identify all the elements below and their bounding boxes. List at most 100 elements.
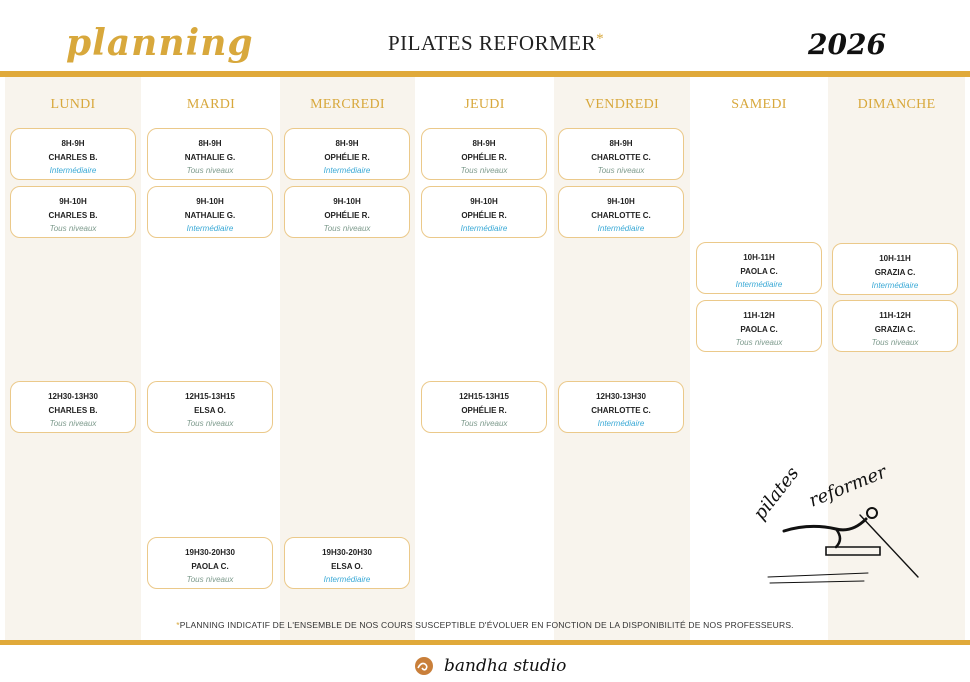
class-time: 8H-9H [198, 139, 222, 148]
class-coach: NATHALIE G. [184, 211, 236, 220]
illustration-word-2: reformer [806, 461, 891, 512]
class-coach: OPHÉLIE R. [461, 406, 507, 415]
class-time: 19H30-20H30 [185, 548, 235, 557]
class-card: 12H30-13H30 CHARLES B. Tous niveaux [10, 381, 136, 433]
class-level: Tous niveaux [323, 224, 371, 233]
class-coach: ELSA O. [194, 406, 226, 415]
class-time: 8H-9H [61, 139, 85, 148]
class-card: 19H30-20H30 PAOLA C. Tous niveaux [147, 537, 273, 589]
class-level: Tous niveaux [871, 338, 919, 347]
class-level: Tous niveaux [49, 419, 97, 428]
class-coach: CHARLOTTE C. [591, 211, 651, 220]
class-time: 11H-12H [743, 311, 775, 320]
class-time: 9H-10H [59, 197, 87, 206]
class-card: 8H-9H CHARLES B. Intermédiaire [10, 128, 136, 180]
class-coach: PAOLA C. [740, 325, 778, 334]
class-card: 9H-10H NATHALIE G. Intermédiaire [147, 186, 273, 238]
year-label: 2026 [808, 28, 886, 61]
class-level: Intermédiaire [597, 224, 645, 233]
class-level: Intermédiaire [460, 224, 508, 233]
class-card: 9H-10H OPHÉLIE R. Tous niveaux [284, 186, 410, 238]
day-header-mardi: MARDI [186, 97, 236, 112]
class-card: 8H-9H OPHÉLIE R. Intermédiaire [284, 128, 410, 180]
day-header-mercredi: MERCREDI [310, 97, 385, 112]
class-coach: GRAZIA C. [874, 325, 916, 334]
class-card: 11H-12H PAOLA C. Tous niveaux [696, 300, 822, 352]
class-level: Intermédiaire [186, 224, 234, 233]
class-coach: PAOLA C. [740, 267, 778, 276]
class-time: 10H-11H [879, 254, 911, 263]
class-time: 12H15-13H15 [459, 392, 509, 401]
class-coach: ELSA O. [331, 562, 363, 571]
class-card: 9H-10H CHARLOTTE C. Intermédiaire [558, 186, 684, 238]
class-level: Intermédiaire [735, 280, 783, 289]
class-card: 19H30-20H30 ELSA O. Intermédiaire [284, 537, 410, 589]
class-coach: NATHALIE G. [184, 153, 236, 162]
day-header-vendredi: VENDREDI [585, 97, 659, 112]
class-time: 9H-10H [196, 197, 224, 206]
class-time: 9H-10H [333, 197, 361, 206]
class-card: 9H-10H OPHÉLIE R. Intermédiaire [421, 186, 547, 238]
title-asterisk: * [596, 31, 605, 47]
class-level: Intermédiaire [49, 166, 97, 175]
class-level: Tous niveaux [49, 224, 97, 233]
column-dimanche-bg [828, 77, 965, 640]
reformer-figure-icon [767, 507, 919, 584]
class-time: 12H15-13H15 [185, 392, 235, 401]
brand-name: bandha studio [444, 656, 567, 676]
class-coach: CHARLES B. [48, 406, 98, 415]
class-time: 9H-10H [470, 197, 498, 206]
class-coach: PAOLA C. [191, 562, 229, 571]
class-coach: OPHÉLIE R. [324, 211, 370, 220]
class-time: 12H30-13H30 [48, 392, 98, 401]
class-level: Tous niveaux [460, 166, 508, 175]
class-level: Tous niveaux [735, 338, 783, 347]
class-card: 11H-12H GRAZIA C. Tous niveaux [832, 300, 958, 352]
class-level: Tous niveaux [186, 575, 234, 584]
class-coach: CHARLES B. [48, 153, 98, 162]
class-coach: GRAZIA C. [874, 268, 916, 277]
class-card: 8H-9H CHARLOTTE C. Tous niveaux [558, 128, 684, 180]
class-time: 11H-12H [879, 311, 911, 320]
class-level: Tous niveaux [186, 166, 234, 175]
pilates-reformer-illustration: pilates reformer [749, 461, 919, 584]
footnote-text: PLANNING INDICATIF DE L'ENSEMBLE DE NOS … [179, 620, 794, 630]
class-time: 10H-11H [743, 253, 775, 262]
day-header-samedi: SAMEDI [731, 97, 787, 112]
footnote: *PLANNING INDICATIF DE L'ENSEMBLE DE NOS… [0, 620, 970, 630]
bottom-gold-bar [0, 640, 970, 645]
class-card: 8H-9H OPHÉLIE R. Tous niveaux [421, 128, 547, 180]
class-card: 10H-11H GRAZIA C. Intermédiaire [832, 243, 958, 295]
class-coach: OPHÉLIE R. [324, 153, 370, 162]
day-header-dimanche: DIMANCHE [857, 97, 936, 112]
class-coach: CHARLOTTE C. [591, 406, 651, 415]
wave-logo-icon [415, 657, 433, 675]
class-time: 8H-9H [609, 139, 633, 148]
class-coach: OPHÉLIE R. [461, 211, 507, 220]
title-text: PILATES REFORMER [388, 31, 597, 55]
top-gold-bar [0, 71, 970, 77]
header: planning PILATES REFORMER* 2026 [0, 0, 970, 72]
class-level: Tous niveaux [597, 166, 645, 175]
class-level: Intermédiaire [323, 166, 371, 175]
day-header-lundi: LUNDI [50, 97, 96, 112]
class-level: Tous niveaux [186, 419, 234, 428]
class-level: Intermédiaire [597, 419, 645, 428]
class-level: Intermédiaire [323, 575, 371, 584]
class-level: Tous niveaux [460, 419, 508, 428]
illustration-word-1: pilates [749, 463, 803, 524]
class-time: 19H30-20H30 [322, 548, 372, 557]
class-coach: OPHÉLIE R. [461, 153, 507, 162]
class-time: 8H-9H [335, 139, 359, 148]
class-time: 8H-9H [472, 139, 496, 148]
class-card: 12H15-13H15 ELSA O. Tous niveaux [147, 381, 273, 433]
page-title: PILATES REFORMER* [388, 31, 604, 56]
class-coach: CHARLOTTE C. [591, 153, 651, 162]
class-time: 9H-10H [607, 197, 635, 206]
day-header-jeudi: JEUDI [464, 97, 505, 112]
class-card: 9H-10H CHARLES B. Tous niveaux [10, 186, 136, 238]
class-card: 12H15-13H15 OPHÉLIE R. Tous niveaux [421, 381, 547, 433]
class-level: Intermédiaire [871, 281, 919, 290]
class-coach: CHARLES B. [48, 211, 98, 220]
footnote-asterisk: * [176, 620, 180, 630]
